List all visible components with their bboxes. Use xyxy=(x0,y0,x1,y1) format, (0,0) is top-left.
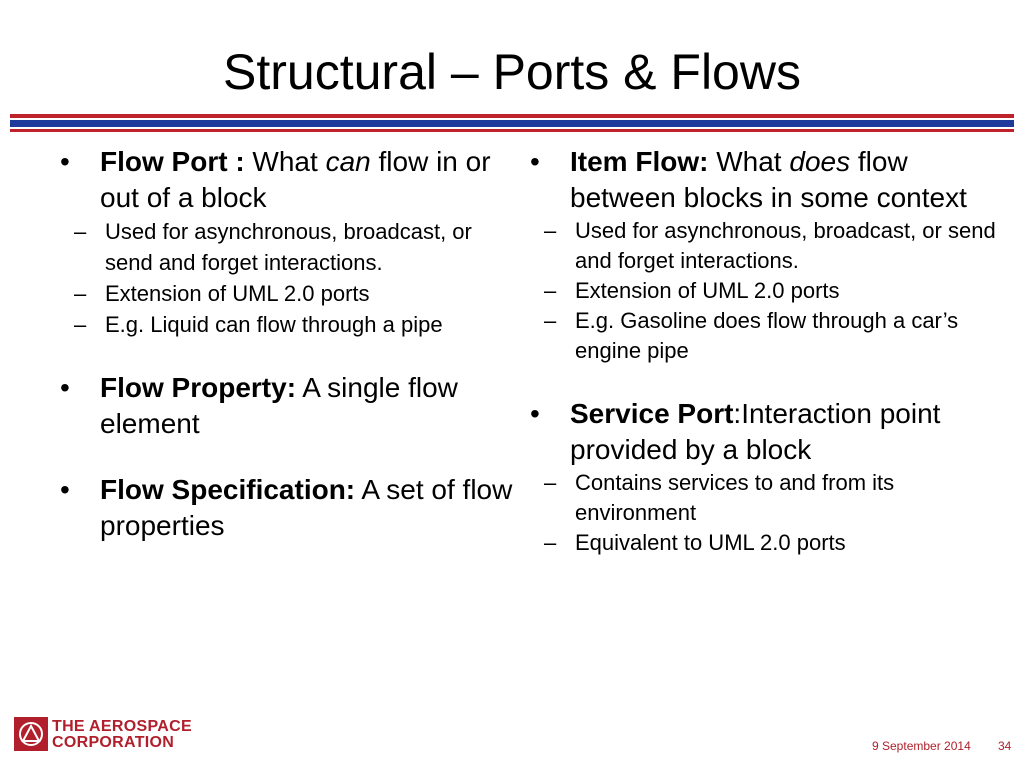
title-rule-blue xyxy=(10,120,1014,127)
item-flow-text-italic: does xyxy=(789,146,851,177)
spacer xyxy=(60,340,524,370)
sub-bullet: –Equivalent to UML 2.0 ports xyxy=(530,528,1000,558)
sub-text: Extension of UML 2.0 ports xyxy=(575,278,840,303)
bullet-dot: • xyxy=(60,146,70,177)
slide-title: Structural – Ports & Flows xyxy=(223,44,801,100)
sub-text: Contains services to and from its enviro… xyxy=(575,470,895,525)
term-flow-property: Flow Property: xyxy=(100,372,297,403)
flow-port-text-italic: can xyxy=(325,146,371,177)
item-flow-text-after: flow between blocks in some context xyxy=(570,146,967,213)
flow-port-text-after: flow in or out of a block xyxy=(100,146,491,213)
bullet-dot: • xyxy=(530,146,540,177)
sub-bullet: –Used for asynchronous, broadcast, or se… xyxy=(60,216,524,278)
dash: – xyxy=(544,278,557,303)
item-flow-subs: –Used for asynchronous, broadcast, or se… xyxy=(530,216,1000,366)
sub-bullet: –Contains services to and from its envir… xyxy=(530,468,1000,528)
sub-bullet: –E.g. Gasoline does flow through a car’s… xyxy=(530,306,1000,366)
logo-line2: CORPORATION xyxy=(52,734,175,751)
dash: – xyxy=(74,281,87,306)
term-service-port: Service Port xyxy=(570,398,734,429)
sub-bullet: –E.g. Liquid can flow through a pipe xyxy=(60,309,524,340)
sub-text: Used for asynchronous, broadcast, or sen… xyxy=(575,218,996,273)
spacer xyxy=(60,442,524,472)
right-column: • Item Flow: What does flow between bloc… xyxy=(530,144,1000,558)
term-flow-specification: Flow Specification: xyxy=(100,474,356,505)
bullet-flow-specification: • Flow Specification: A set of flow prop… xyxy=(60,472,524,544)
logo-line1: THE AEROSPACE xyxy=(52,718,192,735)
dash: – xyxy=(74,312,87,337)
term-item-flow: Item Flow: xyxy=(570,146,709,177)
flow-port-text-before: What xyxy=(244,146,326,177)
sub-text: E.g. Liquid can flow through a pipe xyxy=(105,312,443,337)
sub-text: Used for asynchronous, broadcast, or sen… xyxy=(105,219,472,275)
flow-port-subs: –Used for asynchronous, broadcast, or se… xyxy=(60,216,524,340)
dash: – xyxy=(544,308,557,333)
bullet-flow-property: • Flow Property: A single flow element xyxy=(60,370,524,442)
bullet-dot: • xyxy=(530,398,540,429)
service-port-text: :Interaction point provided by a block xyxy=(570,398,941,465)
dash: – xyxy=(544,470,557,495)
title-rule-red-lower xyxy=(10,129,1014,132)
bullet-flow-port: • Flow Port : What can flow in or out of… xyxy=(60,144,524,216)
dash: – xyxy=(544,530,557,555)
bullet-dot: • xyxy=(60,372,70,403)
sub-bullet: –Extension of UML 2.0 ports xyxy=(530,276,1000,306)
sub-bullet: –Extension of UML 2.0 ports xyxy=(60,278,524,309)
spacer xyxy=(530,366,1000,396)
aerospace-logo-icon xyxy=(14,717,48,751)
service-port-subs: –Contains services to and from its envir… xyxy=(530,468,1000,558)
left-column: • Flow Port : What can flow in or out of… xyxy=(60,144,524,544)
flow-property-text: A single flow element xyxy=(100,372,458,439)
sub-bullet: –Used for asynchronous, broadcast, or se… xyxy=(530,216,1000,276)
dash: – xyxy=(74,219,87,244)
dash: – xyxy=(544,218,557,243)
bullet-service-port: • Service Port:Interaction point provide… xyxy=(530,396,1000,468)
footer-date: 9 September 2014 xyxy=(872,739,971,753)
title-rule-red xyxy=(10,114,1014,118)
sub-text: E.g. Gasoline does flow through a car’s … xyxy=(575,308,959,363)
sub-text: Extension of UML 2.0 ports xyxy=(105,281,370,306)
page-number: 34 xyxy=(998,739,1012,753)
bullet-dot: • xyxy=(60,474,70,505)
item-flow-text-before: What xyxy=(708,146,790,177)
term-flow-port: Flow Port : xyxy=(100,146,245,177)
logo-text: THE AEROSPACE CORPORATION xyxy=(52,719,192,751)
bullet-item-flow: • Item Flow: What does flow between bloc… xyxy=(530,144,1000,216)
sub-text: Equivalent to UML 2.0 ports xyxy=(575,530,846,555)
flow-specification-text: A set of flow properties xyxy=(100,474,513,541)
